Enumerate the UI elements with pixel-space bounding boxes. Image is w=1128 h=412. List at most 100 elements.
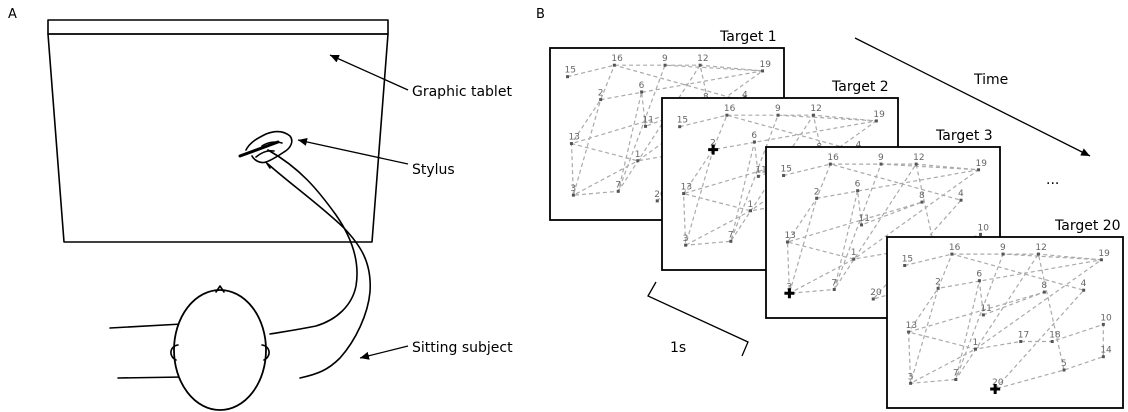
target-dot — [828, 162, 832, 166]
target-number: 20 — [870, 288, 882, 298]
target-dot — [566, 75, 570, 79]
target-dot — [1001, 252, 1005, 256]
target-dot — [954, 378, 958, 381]
target-dot — [815, 196, 819, 200]
target-number: 20 — [654, 190, 666, 200]
target-number: 19 — [760, 60, 772, 70]
target-number: 5 — [1061, 359, 1067, 369]
target-number: 9 — [1000, 243, 1006, 253]
subject-label: Sitting subject — [412, 340, 513, 356]
target-number: 19 — [976, 159, 988, 169]
screen-title: Target 2 — [831, 79, 889, 95]
target-dot — [874, 119, 878, 123]
target-number: 2 — [710, 139, 716, 149]
target-number: 15 — [781, 165, 792, 175]
target-number: 12 — [913, 153, 924, 163]
target-dot — [684, 243, 688, 247]
target-dot — [1036, 252, 1040, 256]
cursor-cross — [990, 384, 1001, 394]
target-dot — [756, 174, 760, 178]
target-dot — [785, 240, 789, 244]
target-number: 12 — [810, 104, 821, 114]
interval-bracket — [647, 281, 749, 357]
target-dot — [950, 252, 954, 256]
panel-b-letter: B — [536, 7, 545, 22]
target-number: 13 — [784, 231, 795, 241]
target-number: 3 — [908, 372, 914, 382]
target-number: 4 — [742, 91, 748, 101]
ellipsis: ... — [1046, 172, 1059, 188]
target-dot — [1050, 340, 1054, 343]
target-number: 1 — [748, 200, 754, 210]
target-number: 8 — [919, 191, 925, 201]
target-number: 6 — [639, 81, 645, 91]
target-number: 9 — [662, 54, 668, 64]
target-dot — [811, 113, 815, 117]
target-number: 1 — [635, 150, 641, 160]
interval-label: 1s — [670, 340, 686, 356]
target-dot — [599, 98, 603, 102]
target-dot — [569, 142, 573, 146]
target-dot — [920, 200, 924, 204]
target-number: 16 — [611, 54, 623, 64]
target-dot — [1099, 258, 1103, 262]
target-dot — [860, 223, 864, 227]
target-number: 2 — [935, 277, 941, 287]
target-number: 6 — [855, 180, 861, 190]
target-number: 7 — [728, 230, 734, 240]
subject-head — [170, 285, 270, 411]
target-dot — [1042, 290, 1046, 294]
target-dot — [725, 113, 729, 117]
panel-b: B Time ... 1s 12345678910111213141516171… — [536, 7, 1124, 409]
target-dot — [856, 189, 860, 193]
target-number: 9 — [878, 153, 884, 163]
graphic-tablet — [47, 19, 389, 243]
target-number: 19 — [1098, 249, 1110, 259]
target-dot — [571, 193, 575, 197]
tablet-arrow — [329, 54, 409, 91]
target-number: 7 — [831, 279, 837, 289]
target-dot — [1062, 368, 1066, 372]
screen-frame — [886, 236, 1124, 409]
screen-title: Target 3 — [935, 128, 993, 144]
movement-path — [904, 252, 1104, 391]
tablet-label: Graphic tablet — [412, 84, 512, 100]
target-number: 2 — [598, 89, 604, 99]
target-number: 3 — [683, 234, 689, 244]
target-number: 13 — [568, 133, 579, 143]
target-dot — [871, 297, 875, 301]
target-number: 15 — [565, 66, 576, 76]
target-dot — [903, 264, 907, 267]
target-dot — [663, 63, 667, 67]
target-dot — [752, 140, 756, 144]
target-number: 1 — [973, 338, 979, 348]
target-number: 12 — [1035, 243, 1046, 253]
target-dot — [782, 174, 786, 177]
subject-arm — [267, 149, 371, 379]
target-dot — [761, 69, 765, 73]
target-dot — [936, 286, 940, 290]
target-number: 11 — [755, 165, 766, 175]
target-dot — [640, 90, 644, 94]
target-number: 4 — [958, 189, 964, 199]
target-dot — [612, 63, 616, 67]
target-number: 13 — [681, 183, 692, 193]
target-dot — [1101, 355, 1105, 359]
target-number: 12 — [697, 54, 708, 64]
target-dot — [682, 192, 686, 196]
target-number: 16 — [949, 243, 961, 253]
target-dot — [977, 279, 981, 283]
target-number: 16 — [827, 153, 839, 163]
target-dot — [959, 198, 963, 202]
target-dot — [678, 125, 682, 129]
target-dot — [636, 159, 640, 163]
target-dot — [644, 124, 648, 128]
target-number: 11 — [980, 304, 991, 314]
target-number: 16 — [724, 104, 736, 114]
target-number: 3 — [570, 184, 576, 194]
stylus-arrow — [297, 138, 409, 165]
target-number: 11 — [859, 214, 870, 224]
